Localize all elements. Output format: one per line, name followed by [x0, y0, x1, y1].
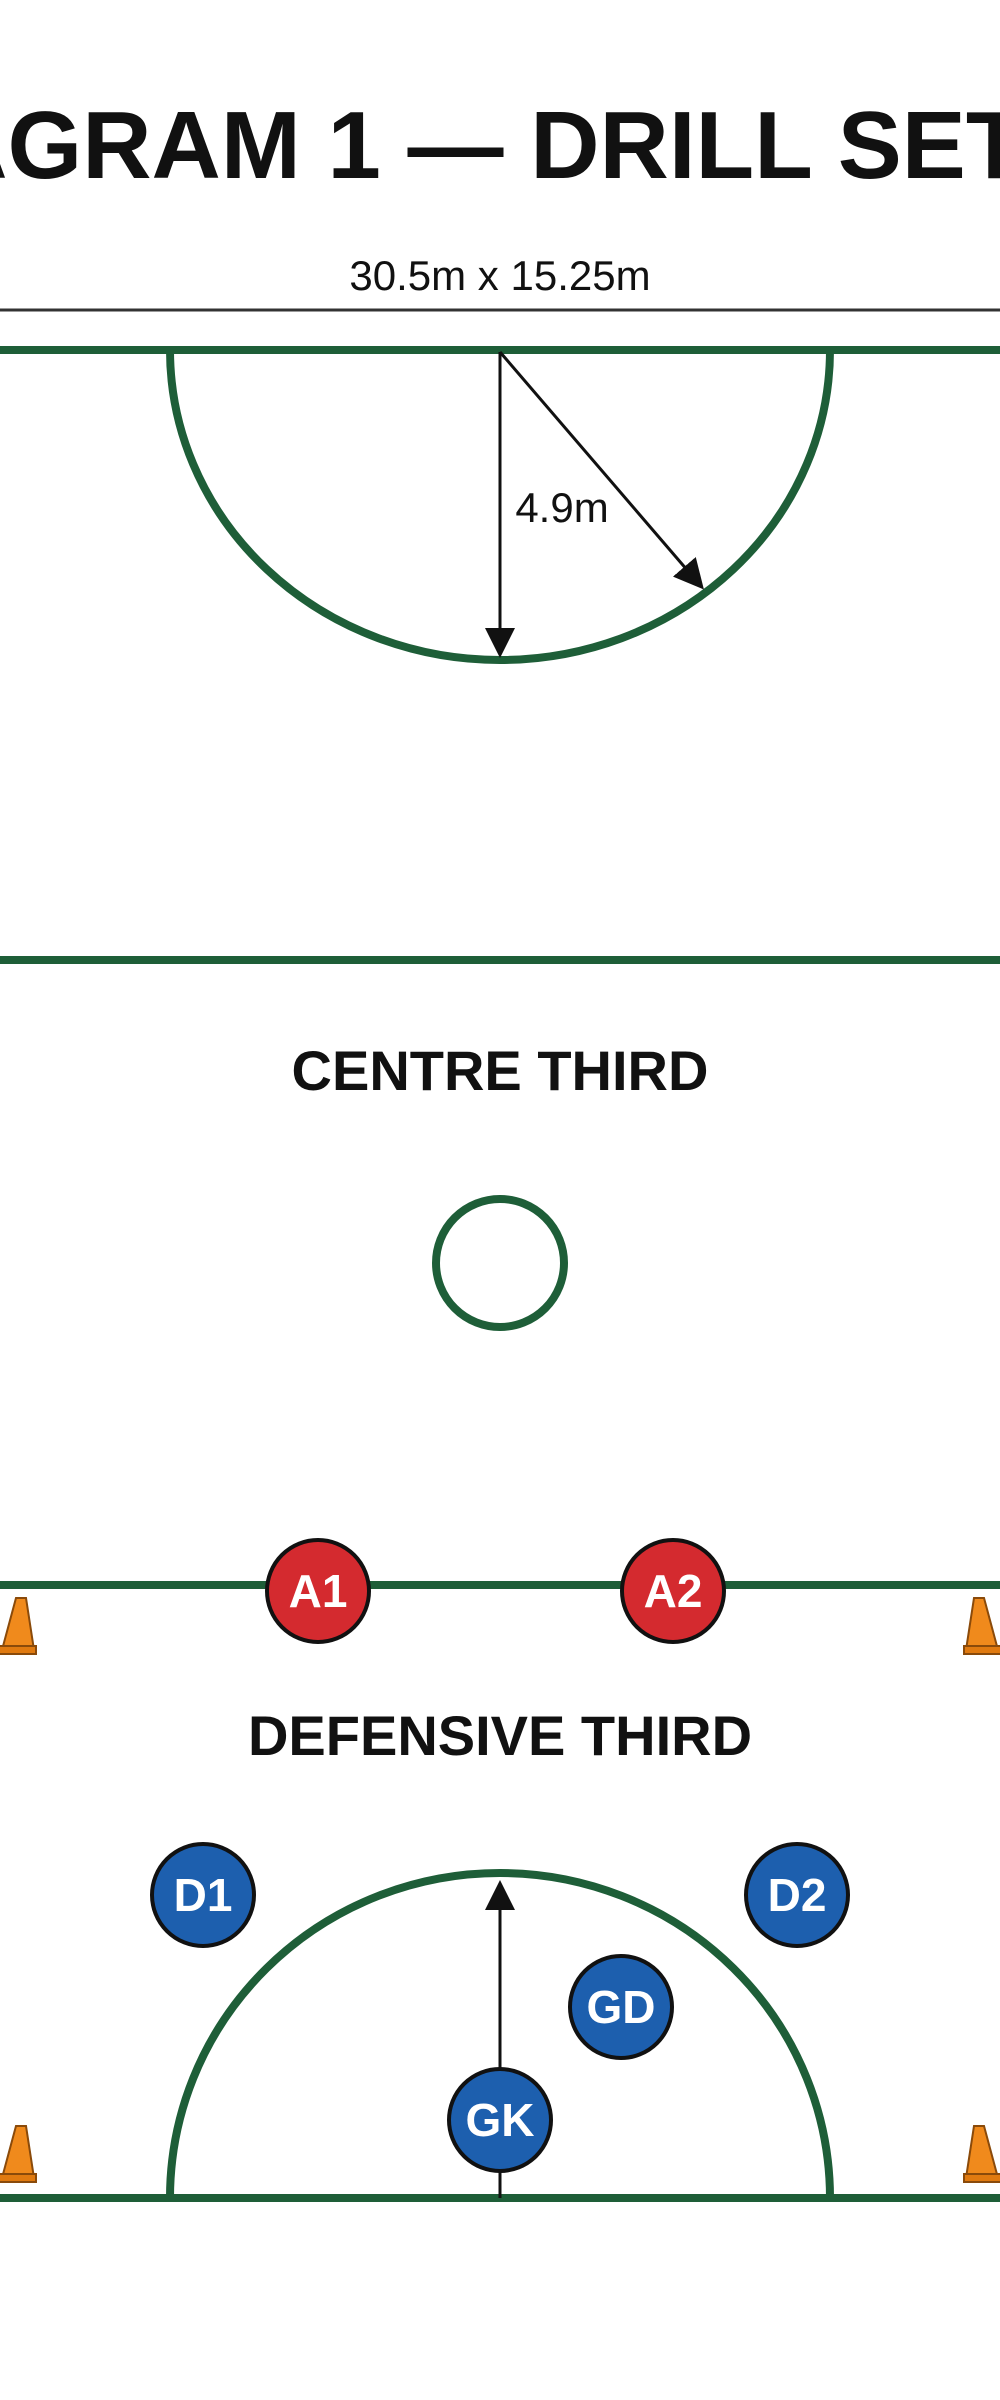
player-gd-label: GD — [587, 1981, 656, 2033]
cone-icon — [0, 1597, 37, 1655]
radius-arrow-diagonal — [498, 351, 704, 590]
player-gd[interactable]: GD — [568, 1954, 674, 2060]
player-a2[interactable]: A2 — [620, 1538, 726, 1644]
top-goal-circle — [166, 349, 834, 664]
player-a1[interactable]: A1 — [265, 1538, 371, 1644]
bottom-goal-circle — [166, 1869, 834, 2199]
court-dimensions-label: 30.5m x 15.25m — [349, 252, 650, 299]
cone-icon — [963, 1597, 1000, 1655]
defensive-third-label: DEFENSIVE THIRD — [248, 1704, 752, 1767]
player-d2[interactable]: D2 — [744, 1842, 850, 1948]
cone-icon — [963, 2125, 1000, 2183]
centre-third-label: CENTRE THIRD — [292, 1039, 709, 1102]
radius-label: 4.9m — [515, 484, 608, 531]
player-a2-label: A2 — [644, 1565, 703, 1617]
cone-icon — [0, 2125, 37, 2183]
player-gk[interactable]: GK — [447, 2067, 553, 2173]
player-gk-label: GK — [466, 2094, 535, 2146]
player-d1[interactable]: D1 — [150, 1842, 256, 1948]
diagram-title: DIAGRAM 1 — DRILL SETUP — [0, 92, 1000, 199]
player-d2-label: D2 — [768, 1869, 827, 1921]
centre-circle — [432, 1195, 568, 1331]
player-d1-label: D1 — [174, 1869, 233, 1921]
player-a1-label: A1 — [289, 1565, 348, 1617]
